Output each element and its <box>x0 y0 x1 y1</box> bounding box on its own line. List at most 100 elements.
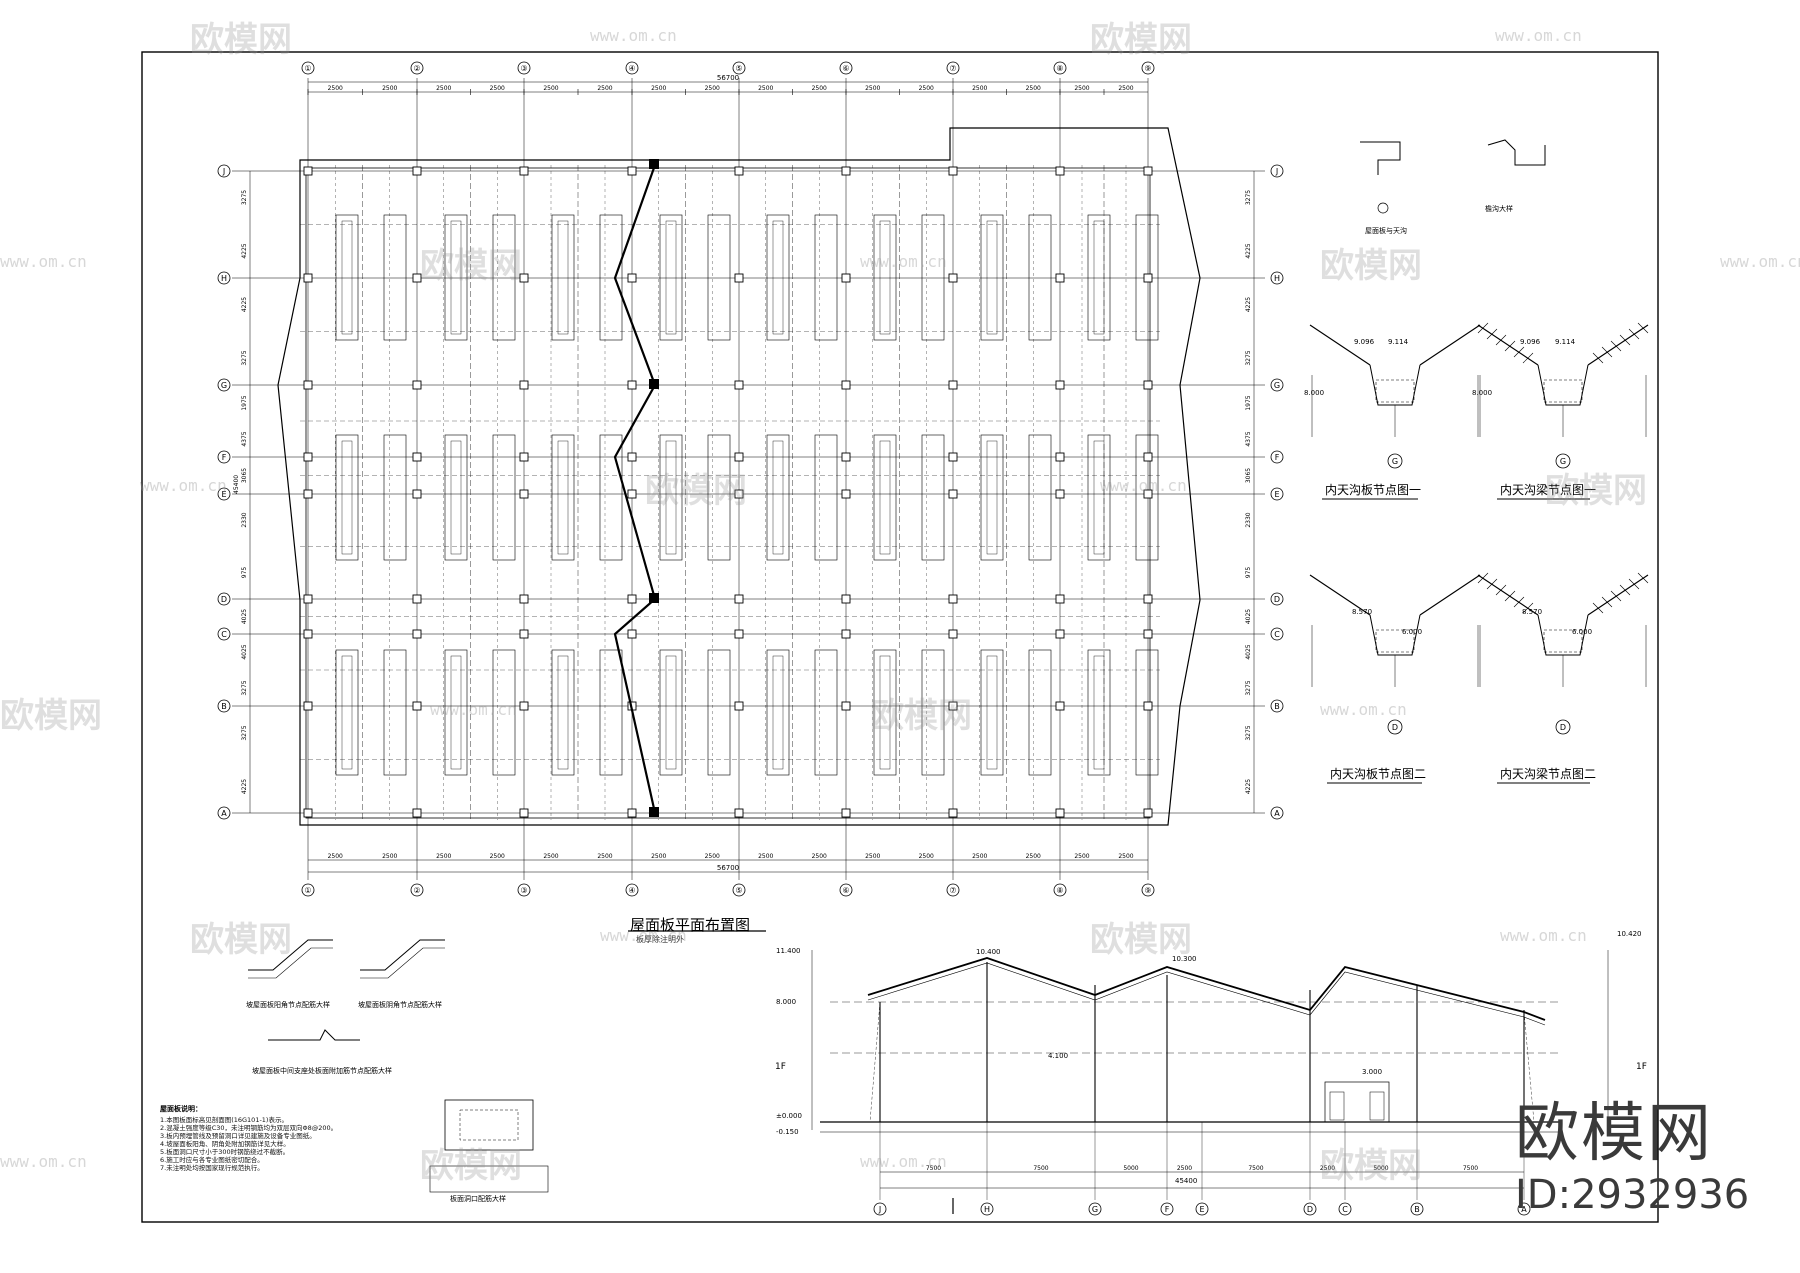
skylight-opening <box>599 649 623 776</box>
small3-caption: 坡屋面板中间支座处板面附加筋节点配筋大样 <box>252 1067 392 1075</box>
note-line: 6.施工时应与各专业图纸密切配合。 <box>160 1156 264 1164</box>
axis-bubble-right <box>1270 487 1284 501</box>
skylight-inner <box>450 220 462 335</box>
dim-text-top: 2500 <box>597 85 612 92</box>
dim-text-right: 4225 <box>1245 243 1252 258</box>
column <box>841 808 851 818</box>
detail-board3-caption: 内天沟板节点图二 <box>1330 767 1427 781</box>
section-axis-label: J <box>878 1205 881 1214</box>
dim-text-top: 2500 <box>328 85 343 92</box>
section-axis-bubble <box>1338 1202 1352 1216</box>
skylight-opening <box>492 434 516 561</box>
skylight-opening <box>980 214 1004 341</box>
axis-bubble-left <box>217 487 231 501</box>
rebar-hatch <box>1513 596 1525 608</box>
column <box>519 273 529 283</box>
rebar-hatch <box>1592 352 1604 364</box>
skylight-opening <box>1087 214 1111 341</box>
column <box>303 629 313 639</box>
watermark-url: www.om.cn <box>0 252 87 271</box>
column <box>1143 629 1153 639</box>
dim-text-left: 4225 <box>241 779 248 794</box>
elev-9096-b: 9.096 <box>1520 338 1541 346</box>
rebar-hatch <box>1619 584 1631 596</box>
section-axis-bubble <box>1195 1202 1209 1216</box>
skylight-opening <box>335 649 359 776</box>
notes-heading: 屋面板说明： <box>160 1105 202 1113</box>
section-dim-text: 7500 <box>1463 1165 1478 1172</box>
section-floor-label-left: 1F <box>775 1062 786 1072</box>
axis-bubble-bottom <box>1053 883 1067 897</box>
skylight-inner <box>557 440 569 555</box>
watermark-brand: 欧模网 <box>0 696 102 736</box>
dim-text-left: 4025 <box>241 609 248 624</box>
skylight-opening <box>1135 214 1159 341</box>
door <box>1324 1081 1390 1123</box>
dim-text-top: 2500 <box>436 85 451 92</box>
dim-text-bottom: 2500 <box>705 853 720 860</box>
section-axis-bubble <box>980 1202 994 1216</box>
beam-hatch <box>1543 379 1583 403</box>
column <box>627 380 637 390</box>
axis-label-right: C <box>1274 630 1280 639</box>
axis-label-bottom: ③ <box>520 886 527 895</box>
rebar-shape <box>248 947 333 979</box>
column <box>1143 701 1153 711</box>
watermark-brand: 欧模网 <box>420 1146 522 1186</box>
section-axis-label: B <box>1414 1205 1420 1214</box>
section-axis-bubble <box>1088 1202 1102 1216</box>
axis-label-right: B <box>1274 702 1280 711</box>
watermark-brand: 欧模网 <box>1320 246 1422 286</box>
dim-text-top: 2500 <box>1118 85 1133 92</box>
axis-d-bubble-label: D <box>1560 723 1566 732</box>
section-level: ±0.000 <box>776 1112 802 1120</box>
gutter-edge-detail <box>1360 141 1401 175</box>
skylight-opening <box>921 434 945 561</box>
skylight-inner <box>1093 440 1105 555</box>
watermark-brand: 欧模网 <box>870 696 972 736</box>
elev-9114-b: 9.114 <box>1555 338 1576 346</box>
axis-label-left: J <box>222 167 225 176</box>
skylight-inner <box>1093 220 1105 335</box>
column <box>412 701 422 711</box>
dim-text-bottom: 2500 <box>651 853 666 860</box>
skylight-inner <box>557 655 569 770</box>
rebar-hatch <box>1601 596 1613 608</box>
skylight-opening <box>1028 649 1052 776</box>
column <box>519 594 529 604</box>
axis-label-top: ⑥ <box>842 64 849 73</box>
column <box>734 701 744 711</box>
axis-label-top: ① <box>304 64 311 73</box>
watermark-brand: 欧模网 <box>420 246 522 286</box>
section-dim-text: 7500 <box>1248 1165 1263 1172</box>
skylight-inner <box>1093 655 1105 770</box>
column <box>841 452 851 462</box>
section-floor-label-right: 1F <box>1636 1062 1647 1072</box>
column <box>1055 273 1065 283</box>
dim-text-left: 4225 <box>241 243 248 258</box>
axis-label-top: ③ <box>520 64 527 73</box>
section-dim-text: 2500 <box>1177 1165 1192 1172</box>
slab-right <box>1587 324 1649 366</box>
beam-hatch <box>1375 379 1415 403</box>
column <box>303 701 313 711</box>
column <box>303 594 313 604</box>
section-axis-label: C <box>1342 1205 1348 1214</box>
small4-caption: 板面洞口配筋大样 <box>450 1195 506 1203</box>
column <box>841 489 851 499</box>
watermark-url: www.om.cn <box>860 252 947 271</box>
column <box>1055 166 1065 176</box>
axis-bubble-right <box>1270 627 1284 641</box>
skylight-opening <box>383 434 407 561</box>
rebar-hatch <box>1522 352 1534 364</box>
axis-label-left: B <box>221 702 227 711</box>
skylight-inner <box>879 440 891 555</box>
section-axis-label: F <box>1165 1205 1170 1214</box>
column <box>734 808 744 818</box>
skylight-inner <box>665 220 677 335</box>
dim-text-right: 975 <box>1245 567 1252 579</box>
axis-g-bubble <box>1555 453 1571 469</box>
column <box>1055 380 1065 390</box>
skylight-inner <box>986 440 998 555</box>
column <box>627 166 637 176</box>
